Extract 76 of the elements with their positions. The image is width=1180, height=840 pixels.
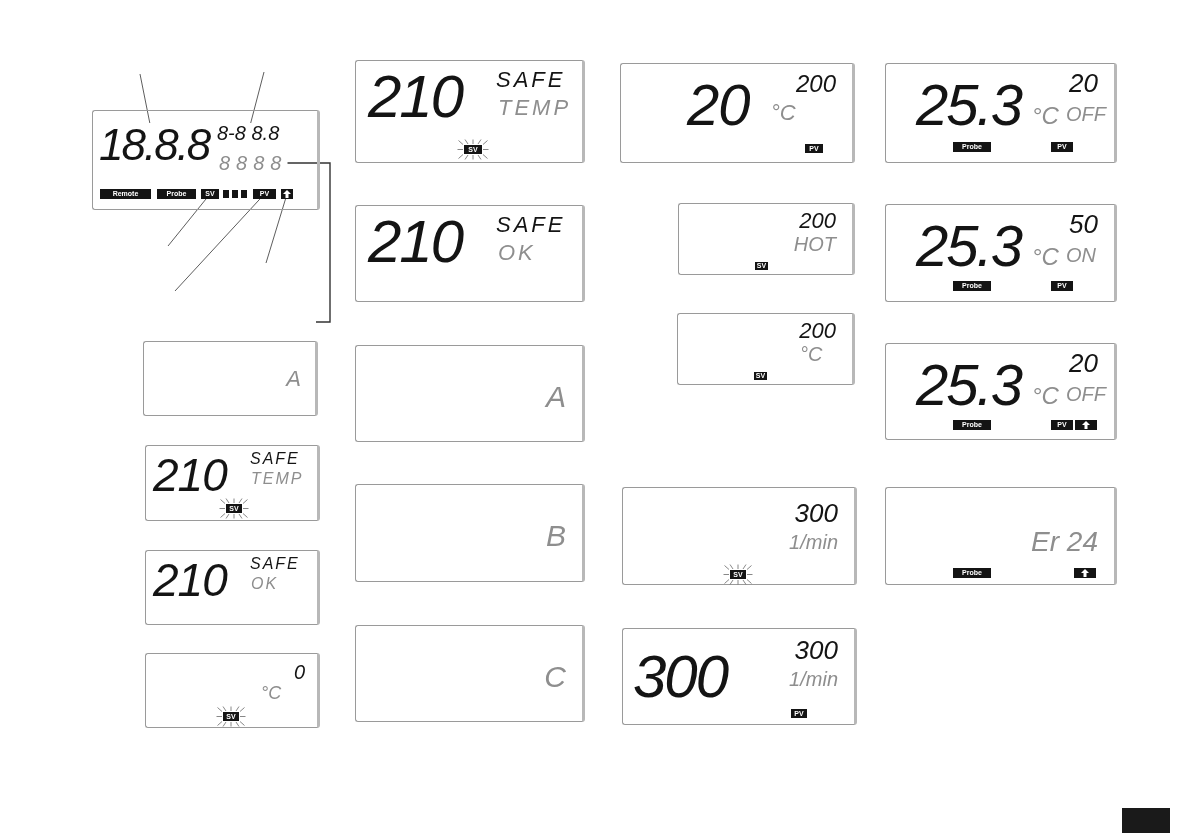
lcd-screen xyxy=(885,343,1117,440)
lcd-small-digits: 300 xyxy=(794,637,838,663)
lcd-text: °C xyxy=(261,684,282,702)
lcd-screen xyxy=(143,341,318,416)
lcd-small-digits: 8-8 8.8 xyxy=(217,123,280,143)
leader-line xyxy=(250,71,265,124)
lcd-screen xyxy=(620,63,855,163)
lcd-digits: 20 xyxy=(687,76,750,134)
lcd-digits: 25.3 xyxy=(916,76,1021,134)
lcd-screen xyxy=(355,345,585,442)
lcd-digits: 25.3 xyxy=(916,356,1021,414)
lcd-digits: 210 xyxy=(368,67,463,127)
lcd-text: OFF xyxy=(1066,104,1106,124)
lcd-text: °C xyxy=(1032,104,1059,128)
lcd-text: A xyxy=(546,382,566,412)
lcd-indicator xyxy=(1075,420,1097,430)
lcd-small-digits: 300 xyxy=(794,500,838,526)
lcd-text: OK xyxy=(498,242,536,264)
lcd-indicator xyxy=(1074,568,1096,578)
lcd-screen xyxy=(355,625,585,722)
lcd-digits: 25.3 xyxy=(916,217,1021,275)
lcd-text: SAFE xyxy=(250,556,300,572)
lcd-text: 1/min xyxy=(789,669,838,689)
leader-line xyxy=(167,198,207,247)
lcd-digits: 210 xyxy=(368,212,463,272)
lcd-text: ON xyxy=(1066,245,1096,265)
leader-line xyxy=(265,198,286,264)
lcd-screen xyxy=(355,60,585,163)
lcd-text: Er 24 xyxy=(1031,528,1098,556)
lcd-text: B xyxy=(546,521,566,551)
lcd-text: TEMP xyxy=(251,471,304,487)
leader-line xyxy=(139,73,151,124)
lcd-digits: 18.8.8 xyxy=(99,123,210,167)
lcd-screen xyxy=(145,445,320,521)
lcd-small-digits: 20 xyxy=(1069,70,1098,96)
lcd-screen xyxy=(885,487,1117,585)
lcd-screen xyxy=(145,550,320,625)
leader-line xyxy=(174,198,261,292)
lcd-screen xyxy=(92,110,320,210)
lcd-screen xyxy=(885,63,1117,163)
lcd-text: HOT xyxy=(793,234,836,254)
lcd-digits: 210 xyxy=(153,557,227,603)
lcd-text: A xyxy=(286,368,301,390)
lcd-indicator xyxy=(241,190,247,198)
lcd-screen xyxy=(145,653,320,728)
lcd-text: °C xyxy=(771,102,796,124)
lcd-indicator xyxy=(232,190,238,198)
lcd-text: TEMP xyxy=(498,97,572,119)
lcd-screen xyxy=(355,484,585,582)
lcd-text: SAFE xyxy=(250,451,300,467)
lcd-text: 8888 xyxy=(219,153,288,173)
lcd-small-digits: 50 xyxy=(1069,211,1098,237)
lcd-text: OK xyxy=(251,576,279,592)
lcd-text: SAFE xyxy=(496,69,566,91)
lcd-small-digits: 200 xyxy=(799,210,836,232)
lcd-text: °C xyxy=(800,344,823,364)
lcd-small-digits: 200 xyxy=(799,320,836,342)
lcd-text: C xyxy=(544,662,566,692)
lcd-screen xyxy=(677,313,855,385)
lcd-text: SAFE xyxy=(496,214,566,236)
lcd-small-digits: 20 xyxy=(1069,350,1098,376)
lcd-screen xyxy=(885,204,1117,302)
lcd-small-digits: 200 xyxy=(795,72,836,96)
lcd-screen xyxy=(678,203,855,275)
lcd-digits: 210 xyxy=(153,452,227,498)
lcd-text: °C xyxy=(1032,384,1059,408)
lcd-digits: 300 xyxy=(633,647,728,707)
lcd-screen xyxy=(622,487,857,585)
lcd-text: °C xyxy=(1032,245,1059,269)
lcd-text: 1/min xyxy=(789,532,838,552)
lcd-screen xyxy=(622,628,857,725)
lcd-small-digits: 0 xyxy=(293,662,305,682)
leader-line xyxy=(286,162,331,323)
lcd-screen xyxy=(355,205,585,302)
lcd-indicator xyxy=(223,190,229,198)
lcd-text: OFF xyxy=(1066,384,1106,404)
